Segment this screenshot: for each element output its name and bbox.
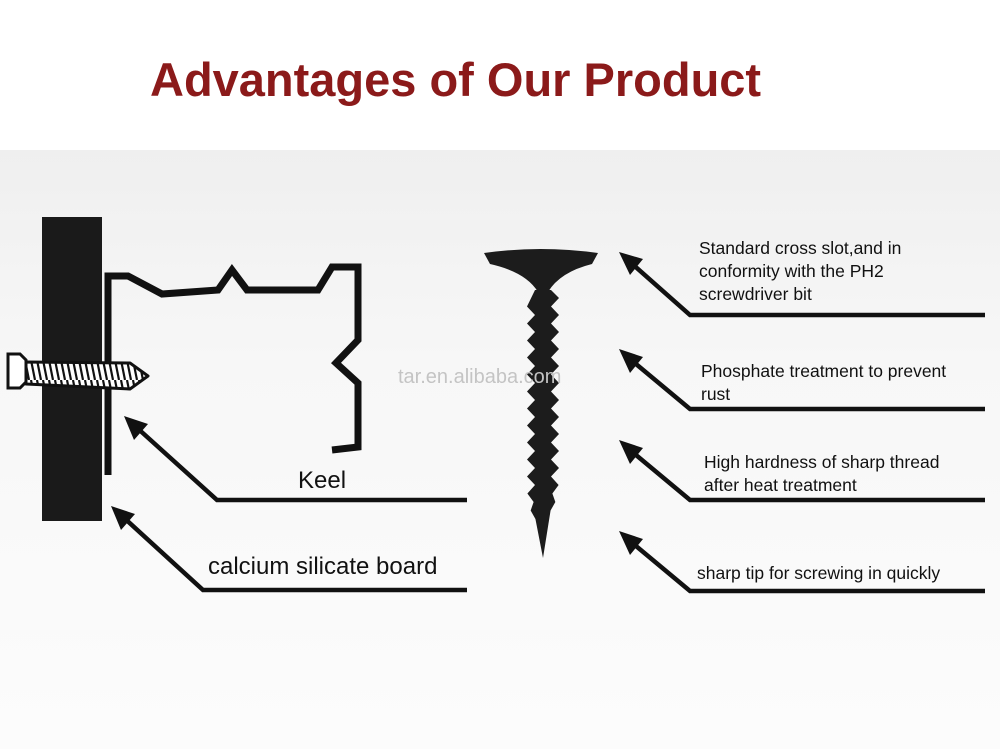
keel-profile — [104, 263, 362, 475]
keel-label: Keel — [298, 467, 347, 494]
drywall-screw-icon — [484, 249, 598, 558]
header: Advantages of Our Product — [0, 0, 1000, 150]
feature-2-line-2: rust — [701, 384, 731, 404]
diagram-panel — [0, 150, 1000, 749]
feature-1-line-1: Standard cross slot,and in — [699, 238, 902, 258]
small-screw-icon — [6, 352, 150, 391]
keel-pointer — [124, 416, 467, 503]
watermark: tar.en.alibaba.com — [398, 366, 562, 388]
feature-pointer-3 — [619, 440, 985, 503]
feature-2-line-1: Phosphate treatment to prevent — [701, 361, 947, 381]
board-label: calcium silicate board — [208, 553, 438, 580]
feature-1-line-2: conformity with the PH2 — [699, 261, 884, 281]
board-pointer — [111, 506, 467, 593]
feature-3-line-2: after heat treatment — [704, 475, 857, 495]
page-title: Advantages of Our Product — [150, 53, 762, 106]
feature-1-line-3: screwdriver bit — [699, 284, 812, 304]
feature-4-line-1: sharp tip for screwing in quickly — [697, 563, 941, 583]
feature-3-line-1: High hardness of sharp thread — [704, 452, 940, 472]
feature-pointer-4 — [619, 531, 985, 594]
feature-pointer-1 — [619, 252, 985, 318]
feature-pointer-2 — [619, 349, 985, 412]
